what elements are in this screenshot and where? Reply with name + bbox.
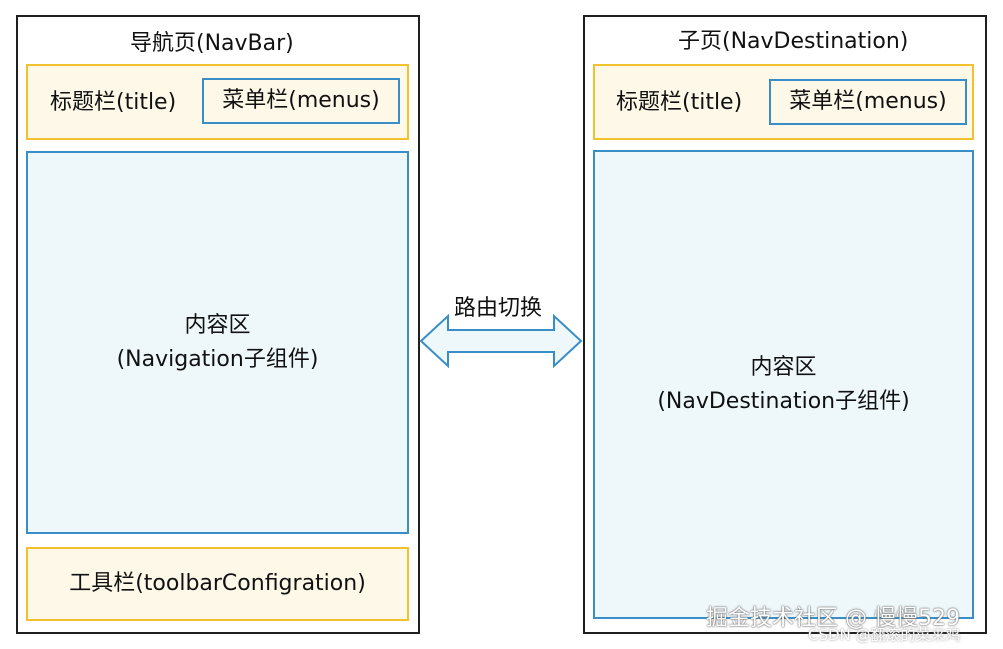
navdestination-content-area: 内容区 (NavDestination子组件) xyxy=(593,150,974,619)
navbar-page-label: 导航页(NavBar) xyxy=(130,31,294,56)
navbar-title-label: 标题栏(title) xyxy=(50,90,177,115)
navbar-content-line1: 内容区 xyxy=(184,312,251,338)
watermark-juejin: 掘金技术社区 @ 慢慢529 xyxy=(706,606,960,631)
navbar-content-line2: (Navigation子组件) xyxy=(116,346,319,372)
navdestination-menus-label: 菜单栏(menus) xyxy=(789,89,947,114)
navdestination-menus-box: 菜单栏(menus) xyxy=(769,79,967,125)
navbar-menus-box: 菜单栏(menus) xyxy=(202,78,400,124)
watermark-csdn: CSDN @翻滚的菜来鸡 xyxy=(808,626,961,644)
navbar-toolbar: 工具栏(toolbarConfigration) xyxy=(26,547,409,621)
navbar-menus-label: 菜单栏(menus) xyxy=(222,88,380,113)
navdestination-page-label: 子页(NavDestination) xyxy=(678,29,909,54)
navdestination-content-line1: 内容区 xyxy=(750,354,817,380)
route-switch-label: 路由切换 xyxy=(454,296,543,321)
navbar-toolbar-label: 工具栏(toolbarConfigration) xyxy=(69,571,366,596)
navdestination-title-label: 标题栏(title) xyxy=(616,90,743,115)
navdestination-content-line2: (NavDestination子组件) xyxy=(657,388,910,414)
navbar-content-area: 内容区 (Navigation子组件) xyxy=(26,151,409,534)
double-arrow-icon xyxy=(419,313,583,369)
